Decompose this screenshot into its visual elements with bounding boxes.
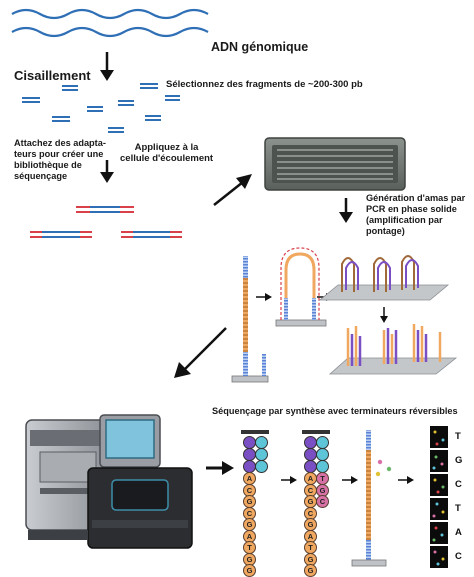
arrow-bridge-1 [256, 293, 272, 301]
genomic-dna-strand-bottom [11, 26, 209, 38]
arrow-sbs-2 [342, 476, 358, 484]
sbs-long-strand [351, 430, 392, 567]
base-bead: G [243, 552, 256, 566]
primer-bead [255, 460, 268, 473]
cluster-image-panels [430, 426, 448, 568]
sbs-strand1-anchor [241, 430, 269, 434]
read-base-letter: C [455, 479, 462, 490]
arrow-to-flowcell [213, 174, 252, 206]
genomic-dna-strand-top [11, 8, 209, 20]
clusters-plate [328, 324, 458, 375]
sequencer-machine [25, 414, 193, 549]
base-bead: G [243, 564, 256, 577]
arrow-shearing [100, 52, 114, 81]
arrow-adapters [100, 160, 114, 183]
label-attach-adapters: Attachez des adapta- teurs pour créer un… [14, 138, 106, 181]
bridge-step-single-strand [231, 256, 269, 383]
arrow-to-sequencing [206, 461, 234, 475]
cluster-arches-plate [318, 255, 450, 301]
base-bead: T [243, 541, 256, 554]
read-base-letter: A [455, 527, 462, 538]
read-base-letter: G [455, 455, 463, 466]
base-bead: G [243, 495, 256, 508]
label-shearing: Cisaillement [14, 68, 91, 83]
arrow-cluster [339, 198, 353, 223]
base-bead: G [304, 518, 317, 531]
label-cluster-generation: Génération d'amas par PCR en phase solid… [366, 193, 466, 236]
library-fragments [30, 206, 182, 238]
label-sequencing-by-synthesis: Séquençage par synthèse avec terminateur… [212, 406, 458, 416]
read-base-letter: T [455, 431, 461, 442]
arrow-bridge-3 [380, 307, 388, 323]
base-bead: C [316, 495, 329, 508]
flow-cell [264, 137, 406, 191]
base-bead: A [243, 472, 256, 485]
arrow-to-sequencer [174, 327, 227, 378]
label-select-fragments: Sélectionnez des fragments de ~200-300 p… [166, 79, 363, 90]
read-base-letter: C [455, 551, 462, 562]
bridge-step-arch [275, 247, 327, 327]
label-apply-flow-cell: Appliquez à la cellule d'écoulement [120, 142, 214, 165]
base-bead: G [304, 564, 317, 577]
read-base-letter: T [455, 503, 461, 514]
base-bead: T [316, 472, 329, 485]
arrow-sbs-3 [398, 476, 414, 484]
sbs-strand2-anchor [302, 430, 330, 434]
dna-fragments [22, 83, 180, 133]
label-genomic-dna: ADN génomique [211, 40, 309, 54]
arrow-sbs-1 [281, 476, 297, 484]
